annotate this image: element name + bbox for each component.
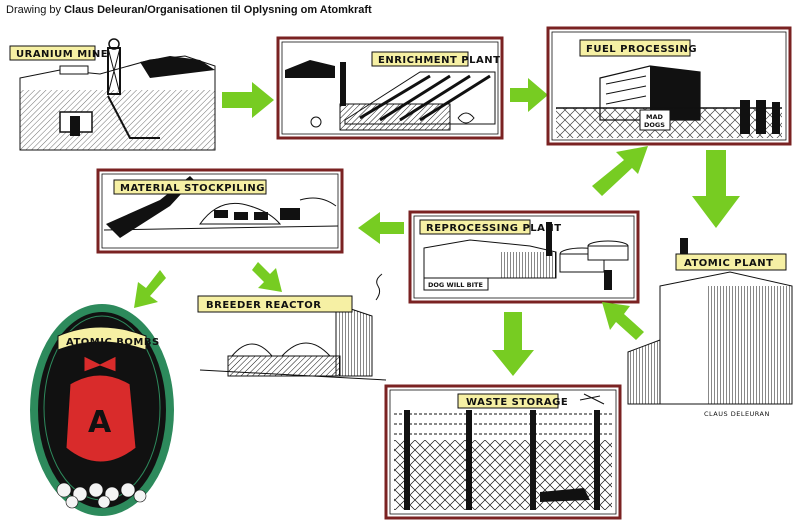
stage-enrichment-plant: ENRICHMENT PLANT bbox=[276, 36, 504, 140]
sign-dog-will-bite: DOG WILL BITE bbox=[428, 281, 483, 289]
arrow-reprocessing-to-fuel bbox=[592, 146, 648, 196]
stage-fuel-processing: MAD DOGS FUEL PROCESSING bbox=[546, 26, 792, 146]
label-fuel-processing: FUEL PROCESSING bbox=[586, 44, 697, 55]
bomb-letter: A bbox=[88, 405, 112, 440]
stage-material-stockpiling: MATERIAL STOCKPILING bbox=[96, 168, 344, 254]
arrow-reprocessing-to-waste bbox=[492, 312, 534, 376]
credit-line: Drawing by Claus Deleuran/Organisationen… bbox=[6, 4, 372, 16]
label-atomic-plant: ATOMIC PLANT bbox=[684, 258, 773, 269]
arrow-mine-to-enrichment bbox=[222, 82, 274, 118]
stage-breeder-reactor: BREEDER REACTOR bbox=[197, 273, 387, 381]
arrow-stockpiling-to-breeder bbox=[252, 262, 282, 292]
label-waste-storage: WASTE STORAGE bbox=[466, 397, 568, 408]
arrow-reprocessing-to-stockpiling bbox=[358, 212, 404, 244]
stage-reprocessing-plant: DOG WILL BITE REPROCESSING PLANT bbox=[408, 210, 640, 304]
stage-uranium-mine: URANIUM MINE bbox=[9, 38, 216, 151]
stage-waste-storage: WASTE STORAGE bbox=[384, 384, 622, 520]
artist-signature: CLAUS DELEURAN bbox=[704, 410, 770, 418]
sign-dogs: DOGS bbox=[644, 121, 665, 129]
credit-prefix: Drawing by bbox=[6, 4, 65, 16]
credit-name: Claus Deleuran/Organisationen til Oplysn… bbox=[64, 4, 372, 16]
arrow-enrichment-to-fuel bbox=[510, 78, 548, 112]
arrow-atomic-plant-to-reprocessing bbox=[602, 302, 644, 340]
label-material-stockpiling: MATERIAL STOCKPILING bbox=[120, 183, 265, 194]
label-enrichment-plant: ENRICHMENT PLANT bbox=[378, 55, 500, 66]
label-reprocessing-plant: REPROCESSING PLANT bbox=[426, 223, 562, 234]
arrow-fuel-to-atomic-plant bbox=[692, 150, 740, 228]
label-breeder-reactor: BREEDER REACTOR bbox=[206, 300, 321, 311]
label-atomic-bombs: ATOMIC BOMBS bbox=[66, 337, 160, 348]
label-uranium-mine: URANIUM MINE bbox=[16, 49, 108, 60]
arrow-stockpiling-to-bombs bbox=[134, 270, 166, 308]
stage-atomic-bombs: A ATOMIC BOMBS bbox=[30, 304, 174, 516]
sign-mad: MAD bbox=[646, 113, 663, 121]
stage-atomic-plant: ATOMIC PLANT CLAUS DELEURAN bbox=[627, 238, 793, 418]
